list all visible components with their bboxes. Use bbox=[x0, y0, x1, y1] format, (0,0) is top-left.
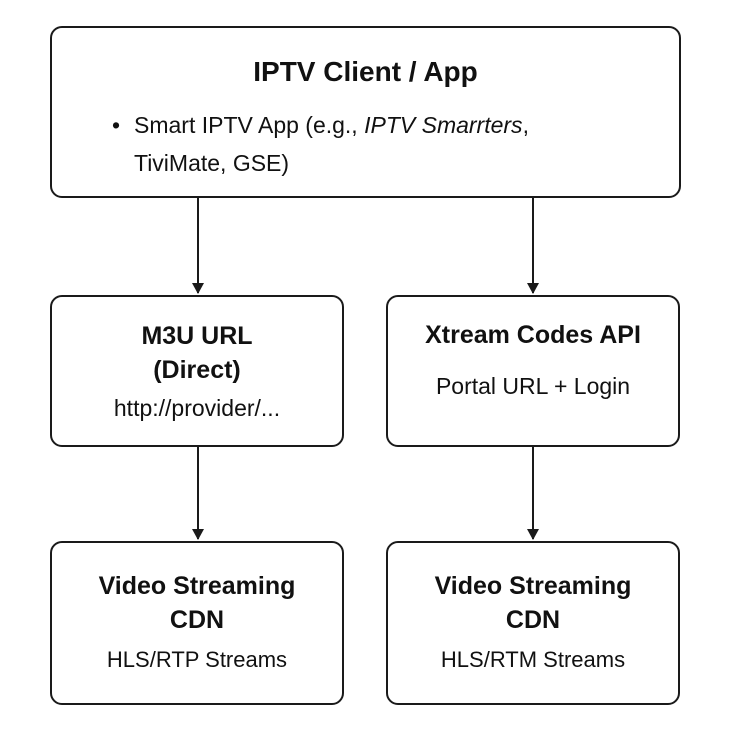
cdn-left-title-line1: Video Streaming bbox=[98, 572, 296, 600]
cdn-right-box: Video Streaming CDN HLS/RTM Streams bbox=[386, 541, 680, 705]
cdn-left-box: Video Streaming CDN HLS/RTP Streams bbox=[50, 541, 344, 705]
iptv-client-line2: TiviMate, GSE) bbox=[134, 150, 290, 176]
cdn-left-title-line2: CDN bbox=[169, 606, 225, 634]
cdn-right-title-line1: Video Streaming bbox=[434, 572, 632, 600]
cdn-left-title: Video Streaming CDN bbox=[52, 569, 342, 637]
iptv-client-line1-suffix: , bbox=[522, 112, 529, 138]
iptv-client-title: IPTV Client / App bbox=[253, 56, 478, 87]
cdn-right-title: Video Streaming CDN bbox=[388, 569, 678, 637]
bullet-dot: • bbox=[112, 112, 121, 138]
m3u-url-box: M3U URL (Direct) http://provider/... bbox=[50, 295, 344, 447]
m3u-url-title-line2: (Direct) bbox=[153, 356, 241, 384]
cdn-right-detail: HLS/RTM Streams bbox=[440, 647, 626, 672]
cdn-right-title-line2: CDN bbox=[505, 606, 561, 634]
iptv-client-app-name-italic: IPTV Smarrters bbox=[364, 112, 523, 138]
iptv-client-line1-prefix: Smart IPTV App (e.g., bbox=[134, 112, 365, 138]
iptv-client-line1: Smart IPTV App (e.g., IPTV Smarrters, bbox=[134, 106, 652, 144]
xtream-codes-box: Xtream Codes API Portal URL + Login bbox=[386, 295, 680, 447]
iptv-client-bullet-list: • Smart IPTV App (e.g., IPTV Smarrters, … bbox=[112, 106, 652, 182]
m3u-url-value: http://provider/... bbox=[113, 395, 281, 421]
xtream-codes-title: Xtream Codes API bbox=[425, 321, 641, 349]
cdn-left-detail: HLS/RTP Streams bbox=[106, 647, 288, 672]
m3u-url-title: M3U URL (Direct) bbox=[52, 319, 342, 387]
iptv-client-box: IPTV Client / App • Smart IPTV App (e.g.… bbox=[50, 26, 681, 198]
xtream-codes-detail: Portal URL + Login bbox=[435, 373, 631, 399]
m3u-url-title-line1: M3U URL bbox=[141, 322, 253, 350]
iptv-client-bullet-item: Smart IPTV App (e.g., IPTV Smarrters, Ti… bbox=[112, 106, 652, 182]
